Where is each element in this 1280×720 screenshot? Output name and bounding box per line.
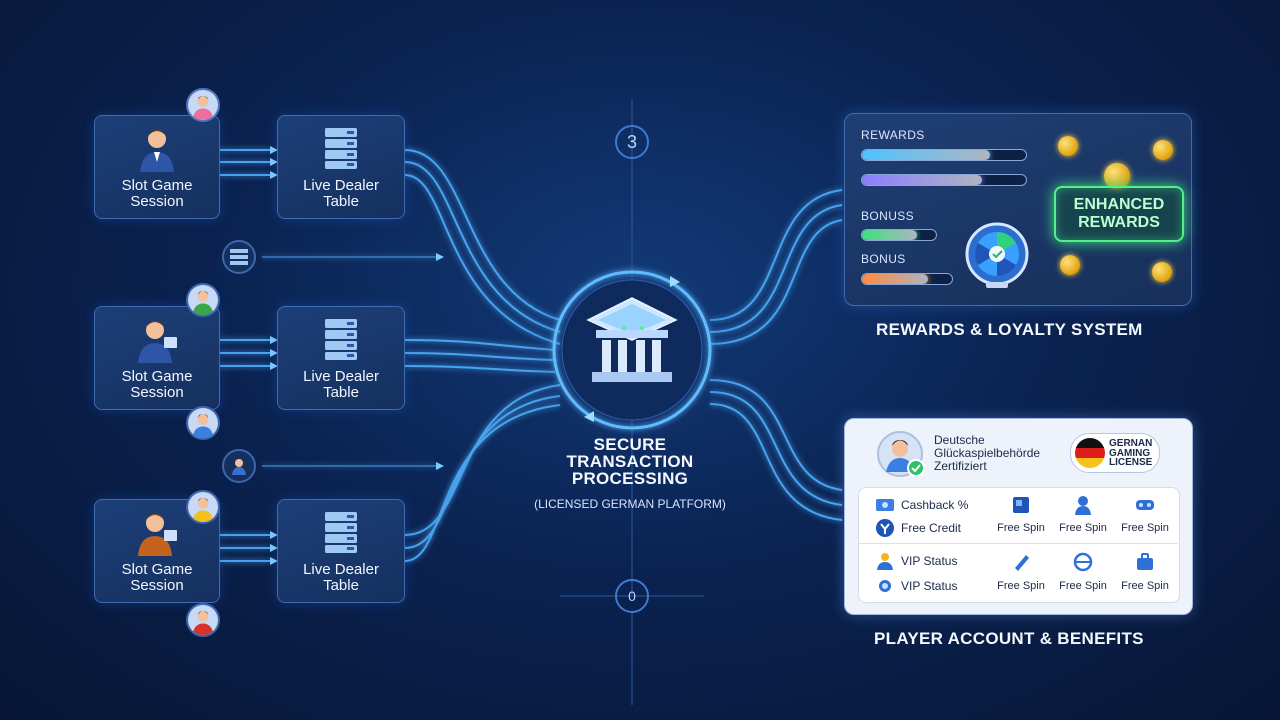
avatar-icon	[877, 431, 925, 477]
cashback-label: Cashback %	[901, 498, 969, 512]
free-spin-label: Free Spin	[1121, 522, 1169, 534]
slot-game-label-2: Slot Game Session	[121, 368, 193, 401]
free-credit-label: Free Credit	[901, 521, 962, 535]
avatar-icon	[186, 283, 220, 317]
coin-icon	[1152, 262, 1172, 282]
certification-text: Deutsche Glückaspielbehörde Zertifiziert	[934, 433, 1041, 473]
person-icon	[138, 321, 177, 363]
free-credit-icon	[876, 519, 894, 537]
coin-icon	[1058, 136, 1078, 156]
avatar-icon	[186, 88, 220, 122]
rewards-bar-2	[861, 174, 1027, 186]
free-spin-icon	[1136, 500, 1154, 510]
person-icon	[138, 514, 177, 556]
flag-icon	[1075, 438, 1105, 468]
license-badge[interactable]: GERNAN GAMING LICENSE	[1070, 433, 1160, 473]
free-spin-label: Free Spin	[1059, 522, 1107, 534]
rewards-section-title: REWARDS & LOYALTY SYSTEM	[876, 320, 1143, 339]
person-icon	[222, 449, 256, 483]
server-icon	[325, 319, 357, 360]
free-spin-label: Free Spin	[997, 522, 1045, 534]
slot-game-label-1: Slot Game Session	[121, 177, 193, 210]
server-icon	[325, 512, 357, 553]
bonus-bar	[861, 273, 953, 285]
rewards-bar-1	[861, 149, 1027, 161]
free-spin-label: Free Spin	[1059, 580, 1107, 592]
slot-game-label-3: Slot Game Session	[121, 561, 193, 594]
coin-icon	[1104, 163, 1130, 189]
live-dealer-label-1: Live Dealer Table	[303, 177, 379, 210]
cashback-icon	[876, 499, 894, 511]
live-dealer-label-2: Live Dealer Table	[303, 368, 379, 401]
live-dealer-card-1[interactable]: Live Dealer Table	[277, 115, 405, 219]
prize-wheel-icon	[965, 222, 1029, 288]
slot-game-card-1[interactable]: Slot Game Session	[94, 115, 220, 219]
step-indicator-top: 3	[615, 125, 649, 159]
free-spin-label: Free Spin	[1121, 580, 1169, 592]
vip-icon	[879, 580, 891, 592]
live-dealer-label-3: Live Dealer Table	[303, 561, 379, 594]
benefits-divider	[858, 543, 1178, 544]
bank-icon	[586, 297, 678, 382]
person-icon	[140, 130, 174, 172]
avatar-icon	[186, 490, 220, 524]
avatar-icon	[186, 406, 220, 440]
free-spin-icon	[1075, 496, 1091, 515]
center-subtitle: (LICENSED GERMAN PLATFORM)	[534, 497, 726, 511]
live-dealer-card-3[interactable]: Live Dealer Table	[277, 499, 405, 603]
coin-icon	[1060, 255, 1080, 275]
step-indicator-bottom: 0	[615, 579, 649, 613]
bonuss-bar	[861, 229, 937, 241]
free-spin-label: Free Spin	[997, 580, 1045, 592]
account-section-title: PLAYER ACCOUNT & BENEFITS	[874, 629, 1144, 648]
bonuss-label: BONUSS	[861, 209, 915, 223]
slot-game-card-2[interactable]: Slot Game Session	[94, 306, 220, 410]
center-title: SECURE TRANSACTION PROCESSING	[566, 435, 694, 488]
free-spin-icon	[1013, 497, 1029, 513]
rewards-label: REWARDS	[861, 128, 925, 142]
vip-status-label: VIP Status	[901, 554, 958, 568]
live-dealer-card-2[interactable]: Live Dealer Table	[277, 306, 405, 410]
server-icon	[325, 128, 357, 169]
vip-status-label-2: VIP Status	[901, 579, 958, 593]
free-spin-icon	[1015, 555, 1029, 571]
enhanced-rewards-badge[interactable]: ENHANCED REWARDS	[1054, 186, 1184, 242]
free-spin-icon	[1073, 552, 1093, 572]
bonus-label: BONUS	[861, 252, 906, 266]
server-icon	[222, 240, 256, 274]
free-spin-icon	[1137, 553, 1153, 570]
avatar-icon	[186, 603, 220, 637]
license-text: GERNAN GAMING LICENSE	[1109, 438, 1153, 468]
vip-icon	[877, 553, 893, 570]
coin-icon	[1153, 140, 1173, 160]
